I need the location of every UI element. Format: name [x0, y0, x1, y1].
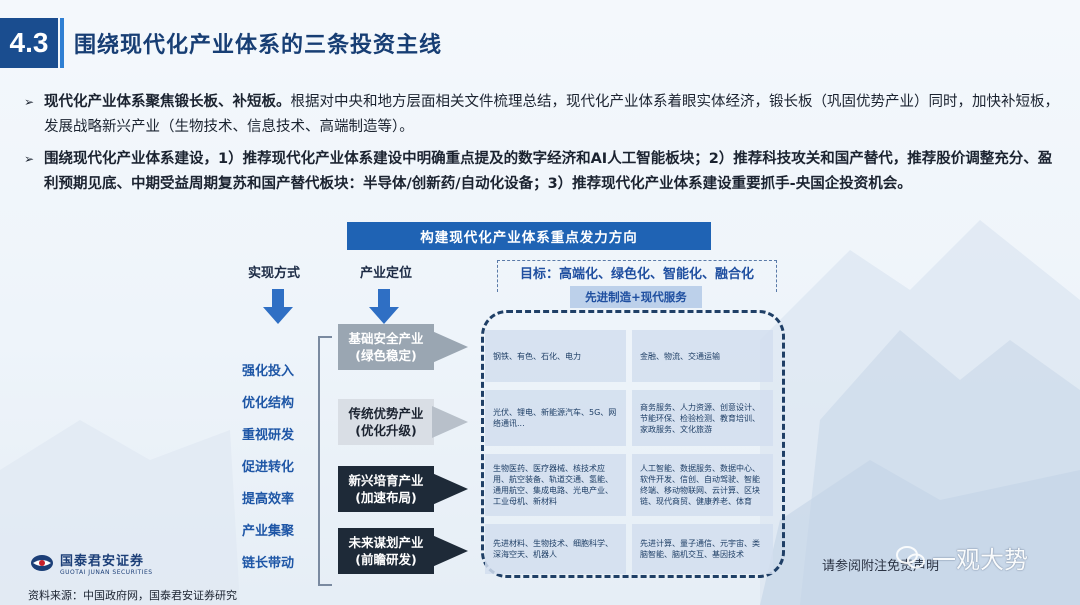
method-item: 促进转化 [241, 460, 294, 475]
method-item: 强化投入 [241, 364, 294, 379]
column-header-method: 实现方式 [248, 266, 301, 281]
category-sub: (前瞻研发) [355, 552, 417, 567]
wechat-icon [896, 545, 925, 568]
industry-grid-container [481, 310, 785, 578]
category-arrow-icon [432, 473, 468, 505]
grid-cell-manufacturing: 光伏、锂电、新能源汽车、5G、网络通讯... [485, 390, 626, 446]
page-title: 围绕现代化产业体系的三条投资主线 [74, 33, 443, 58]
logo-text-cn: 国泰君安证券 [60, 554, 145, 569]
category-sub: (加速布局) [355, 490, 417, 505]
grid-cell-service: 商务服务、人力资源、创意设计、节能环保、检验检测、教育培训、家政服务、文化旅游 [632, 390, 773, 446]
watermark: 一观大势 [896, 540, 1028, 575]
logo-text-en: GUOTAI JUNAN SECURITIES [60, 569, 153, 576]
grid-cell-service: 人工智能、数据服务、数据中心、软件开发、信创、自动驾驶、智能终端、移动物联网、云… [632, 454, 773, 516]
arrow-bullet-icon: ➢ [24, 152, 35, 166]
category-name: 基础安全产业 [348, 331, 424, 346]
column-header-position: 产业定位 [360, 266, 413, 281]
section-header: 4.3 围绕现代化产业体系的三条投资主线 [0, 18, 1080, 68]
category-sub: (绿色稳定) [355, 348, 417, 363]
down-arrow-icon [369, 289, 399, 324]
method-item: 链长带动 [241, 556, 294, 571]
diagram-banner: 构建现代化产业体系重点发力方向 [347, 222, 711, 250]
logo-emblem-icon [31, 555, 53, 571]
grid-cell-service: 金融、物流、交通运输 [632, 330, 773, 382]
category-name: 传统优势产业 [348, 406, 424, 421]
method-item: 重视研发 [241, 428, 294, 443]
category-name: 新兴培育产业 [348, 473, 424, 488]
bullet-1-text: 根据对中央和地方层面相关文件梳理总结，现代化产业体系着眼实体经济，锻长板（巩固优… [44, 94, 1059, 135]
bullet-2: ➢ 围绕现代化产业体系建设，1）推荐现代化产业体系建设中明确重点提及的数字经济和… [24, 147, 1064, 197]
down-arrow-icon [263, 289, 293, 324]
method-item: 产业集聚 [241, 524, 294, 539]
bullet-1: ➢ 现代化产业体系聚焦锻长板、补短板。根据对中央和地方层面相关文件梳理总结，现代… [24, 90, 1064, 140]
bracket-line [318, 336, 332, 586]
category-arrow-icon [432, 406, 468, 438]
category-basic-security: 基础安全产业 (绿色稳定) [338, 324, 434, 370]
method-item: 提高效率 [241, 492, 294, 507]
bullet-1-bold: 现代化产业体系聚焦锻长板、补短板。 [44, 94, 291, 110]
method-item: 优化结构 [241, 396, 294, 411]
section-number: 4.3 [0, 18, 58, 68]
grid-cell-manufacturing: 生物医药、医疗器械、核技术应用、航空装备、轨道交通、氢能、通用航空、集成电路、光… [485, 454, 626, 516]
goal-box: 目标：高端化、绿色化、智能化、融合化 [497, 260, 777, 292]
company-logo: 国泰君安证券 GUOTAI JUNAN SECURITIES [30, 550, 153, 576]
grid-cell-manufacturing: 先进材料、生物技术、细胞科学、深海空天、机器人 [485, 524, 626, 574]
category-arrow-icon [432, 535, 468, 567]
watermark-text: 一观大势 [932, 546, 1028, 574]
category-future: 未来谋划产业 (前瞻研发) [338, 528, 434, 574]
goal-tag: 先进制造+现代服务 [570, 286, 702, 308]
category-arrow-icon [432, 331, 468, 363]
grid-cell-service: 先进计算、量子通信、元宇宙、类脑智能、脑机交互、基因技术 [632, 524, 773, 574]
category-name: 未来谋划产业 [348, 535, 424, 550]
grid-cell-manufacturing: 钢铁、有色、石化、电力 [485, 330, 626, 382]
category-emerging: 新兴培育产业 (加速布局) [338, 466, 434, 512]
category-sub: (优化升级) [355, 423, 417, 438]
goal-text: 目标：高端化、绿色化、智能化、融合化 [519, 267, 754, 282]
header-accent-bar [60, 18, 64, 68]
arrow-bullet-icon: ➢ [24, 95, 35, 109]
bullet-2-bold: 围绕现代化产业体系建设，1）推荐现代化产业体系建设中明确重点提及的数字经济和AI… [44, 151, 1053, 192]
source-note: 资料来源：中国政府网，国泰君安证券研究 [28, 589, 237, 602]
category-traditional: 传统优势产业 (优化升级) [338, 399, 434, 445]
